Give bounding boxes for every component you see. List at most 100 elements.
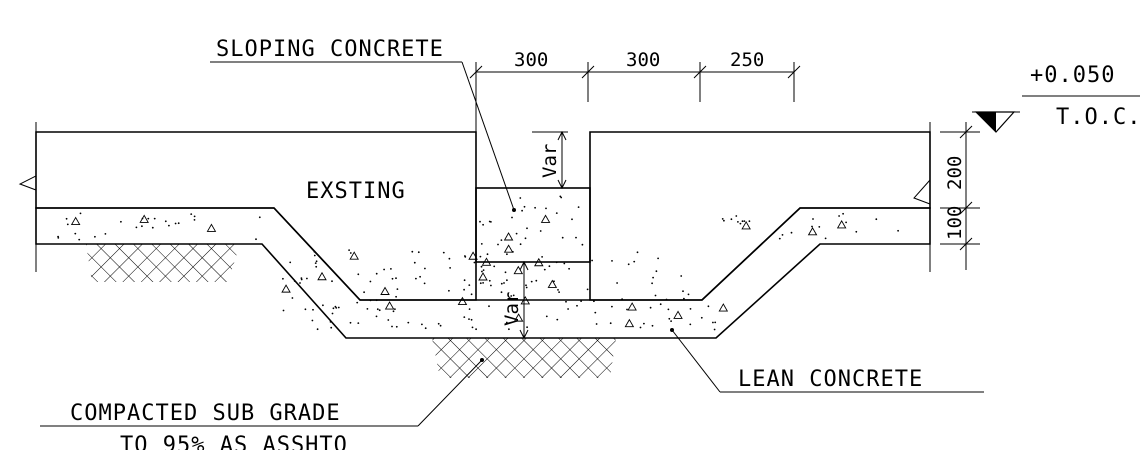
stipple-dot xyxy=(291,297,294,299)
stipple-dot xyxy=(315,260,318,263)
stipple-dot xyxy=(300,277,303,279)
stipple-dot xyxy=(665,298,668,301)
stipple-dot xyxy=(713,328,716,331)
stipple-dot xyxy=(555,212,558,215)
stipple-dot xyxy=(594,311,597,314)
aggregate-triangle xyxy=(741,221,751,230)
stipple-dot xyxy=(611,260,613,262)
stipple-dot xyxy=(387,319,390,321)
stipple-dot xyxy=(639,326,642,329)
stipple-dot xyxy=(463,288,465,291)
stipple-dot xyxy=(748,220,751,223)
level-value: +0.050 xyxy=(1030,63,1115,88)
stipple-dot xyxy=(299,282,301,284)
aggregate-triangle xyxy=(627,302,637,311)
stipple-dot xyxy=(376,308,379,311)
stipple-dot xyxy=(519,243,522,246)
dim-top-3: 250 xyxy=(730,49,764,71)
stipple-dot xyxy=(616,282,618,284)
stipple-dot xyxy=(700,316,703,319)
aggregate-triangle xyxy=(468,251,478,260)
stipple-dot xyxy=(515,232,518,235)
stipple-dot xyxy=(448,289,450,292)
stipple-dot xyxy=(659,303,662,306)
stipple-dot xyxy=(545,207,547,210)
stipple-dot xyxy=(897,229,899,232)
aggregate-triangle xyxy=(534,257,544,267)
stipple-dot xyxy=(488,279,491,282)
stipple-dot xyxy=(369,280,372,283)
stipple-dot xyxy=(357,273,360,276)
stipple-dot xyxy=(568,267,570,270)
aggregate-triangle xyxy=(478,272,488,281)
stipple-dot xyxy=(539,230,542,232)
stipple-dot xyxy=(120,220,122,223)
stipple-dot xyxy=(78,238,81,241)
stipple-dot xyxy=(369,299,372,302)
stipple-dot xyxy=(855,230,858,233)
stipple-dot xyxy=(558,291,560,293)
stipple-dot xyxy=(348,249,350,252)
stipple-dot xyxy=(523,205,526,208)
stipple-dot xyxy=(417,251,420,254)
stipple-dot xyxy=(548,265,551,268)
stipple-dot xyxy=(652,276,654,279)
stipple-dot xyxy=(543,268,546,271)
stipple-dot xyxy=(482,269,485,271)
stipple-dot xyxy=(390,268,392,270)
stipple-dot xyxy=(497,243,499,246)
stipple-dot xyxy=(591,259,593,262)
stipple-dot xyxy=(57,237,60,239)
stipple-dot xyxy=(479,282,482,285)
stipple-dot xyxy=(193,219,196,221)
sloping-concrete-fill xyxy=(475,187,591,301)
level-marker: +0.050 T.O.C. xyxy=(972,63,1141,133)
stipple-dot xyxy=(304,308,307,311)
stipple-dot xyxy=(193,215,196,218)
stipple-dot xyxy=(411,250,414,253)
stipple-dot xyxy=(557,289,559,291)
stipple-dot xyxy=(561,236,564,239)
stipple-dot xyxy=(482,223,484,226)
stipple-dot xyxy=(135,226,138,229)
aggregate-triangle xyxy=(513,313,524,322)
aggregate-triangle xyxy=(281,284,291,293)
stipple-dot xyxy=(415,277,417,280)
stipple-dot xyxy=(104,233,107,235)
stipple-dot xyxy=(375,299,378,302)
stipple-dot xyxy=(875,218,878,221)
stipple-dot xyxy=(471,326,474,329)
stipple-dot xyxy=(424,327,427,330)
stipple-dot xyxy=(790,231,793,234)
stipple-dot xyxy=(667,308,670,311)
stipple-dot xyxy=(683,297,685,300)
stipple-dot xyxy=(322,304,324,307)
stipple-dot xyxy=(556,318,559,321)
stipple-dot xyxy=(651,324,654,327)
aggregate-triangle xyxy=(520,296,531,305)
stipple-dot xyxy=(375,272,378,275)
level-name: T.O.C. xyxy=(1056,105,1141,130)
stipple-dot xyxy=(534,206,536,209)
stipple-dot xyxy=(643,322,645,325)
label-existing: EXSTING xyxy=(306,179,406,204)
stipple-dot xyxy=(349,252,352,254)
stipple-dot xyxy=(421,323,423,326)
stipple-dot xyxy=(366,308,369,310)
stipple-dot xyxy=(329,321,332,323)
aggregate-triangle xyxy=(457,296,468,306)
dim-var-upper: Var xyxy=(539,144,561,178)
stipple-dot xyxy=(687,293,690,296)
stipple-dot xyxy=(74,232,77,235)
stipple-dot xyxy=(505,321,508,324)
stipple-dot xyxy=(524,237,527,240)
right-dimension-chain: 200 100 xyxy=(940,122,980,270)
stipple-dot xyxy=(164,220,167,223)
label-sloping-concrete: SLOPING CONCRETE xyxy=(216,37,444,62)
aggregate-triangle xyxy=(807,226,818,236)
stipple-dot xyxy=(739,222,742,225)
stipple-dot xyxy=(356,301,359,304)
stipple-dot xyxy=(689,323,692,326)
stipple-dot xyxy=(580,300,582,302)
